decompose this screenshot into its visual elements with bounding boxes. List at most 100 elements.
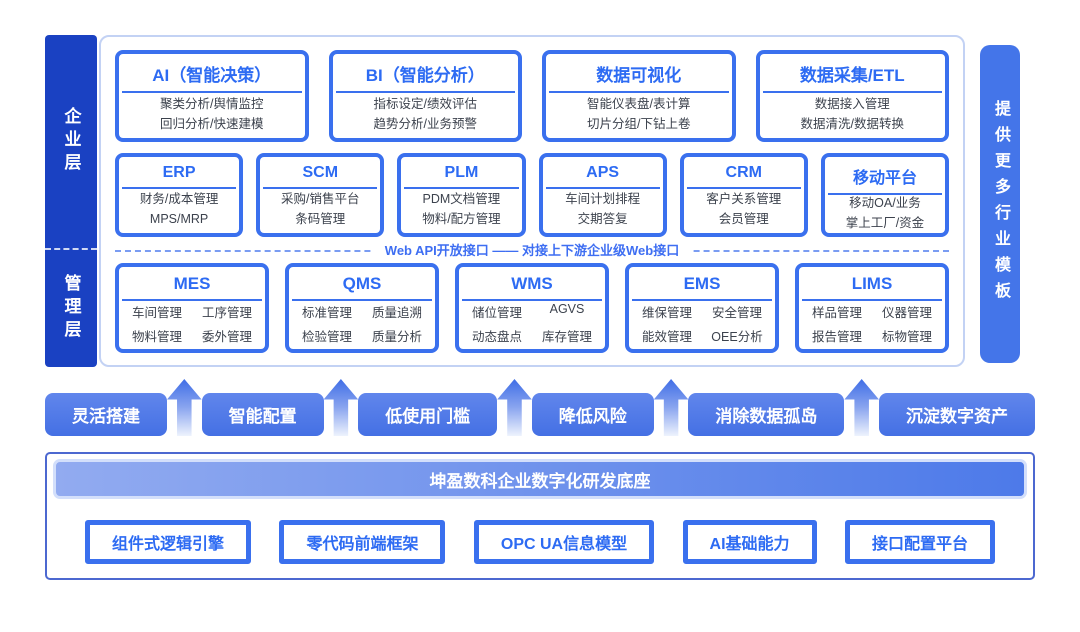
benefit-pill-eliminate-data-silos: 消除数据孤岛 xyxy=(688,393,845,436)
feature-line: 聚类分析/舆情监控 xyxy=(160,96,264,111)
feature-line: 财务/成本管理 xyxy=(139,192,219,207)
foundation-items-row: 组件式逻辑引擎 零代码前端框架 OPC UA信息模型 AI基础能力 接口配置平台 xyxy=(47,520,1033,564)
module-plm: PLM PDM文档管理 物料/配方管理 xyxy=(397,153,526,237)
benefit-pill-reduce-risk: 降低风险 xyxy=(531,393,654,436)
module-erp-title: ERP xyxy=(122,160,237,189)
module-wms-features: 储位管理 AGVS 动态盘点 库存管理 xyxy=(462,301,602,346)
module-etl-features: 数据接入管理 数据清洗/数据转换 xyxy=(763,93,943,135)
feature-line: 采购/销售平台 xyxy=(281,192,360,207)
module-wms-title: WMS xyxy=(462,270,602,301)
web-api-divider: Web API开放接口 —— 对接上下游企业级Web接口 xyxy=(115,239,949,260)
foundation-item-logic-engine: 组件式逻辑引擎 xyxy=(85,520,252,564)
module-mobile-platform: 移动平台 移动OA/业务 掌上工厂/资金 xyxy=(820,153,950,237)
feature-cell: 能效管理 xyxy=(641,330,692,344)
foundation-item-ai-capability: AI基础能力 xyxy=(682,520,817,564)
module-qms: QMS 标准管理 质量追溯 检验管理 质量分析 xyxy=(285,263,439,353)
module-etl-title: 数据采集/ETL xyxy=(762,57,942,93)
feature-line: 客户关系管理 xyxy=(706,192,782,207)
module-crm-title: CRM xyxy=(686,160,801,189)
module-crm-features: 客户关系管理 会员管理 xyxy=(687,189,801,230)
module-bi-features: 指标设定/绩效评估 趋势分析/业务预警 xyxy=(336,93,516,135)
feature-cell: OEE分析 xyxy=(711,330,763,344)
module-lims-features: 样品管理 仪器管理 报告管理 标物管理 xyxy=(802,301,942,346)
module-mes-title: MES xyxy=(122,270,262,301)
management-layer-segment: 管理层 xyxy=(45,248,97,367)
module-plm-features: PDM文档管理 物料/配方管理 xyxy=(404,189,518,230)
feature-cell: AGVS xyxy=(549,302,585,316)
feature-cell: 物料管理 xyxy=(131,330,182,344)
module-ems: EMS 维保管理 安全管理 能效管理 OEE分析 xyxy=(625,263,779,353)
feature-cell: 车间管理 xyxy=(131,306,182,320)
feature-line: 数据接入管理 xyxy=(814,96,890,111)
industry-templates-bar: 提供更多行业模板 xyxy=(980,45,1020,363)
module-scm: SCM 采购/销售平台 条码管理 xyxy=(256,153,385,237)
module-aps-features: 车间计划排程 交期答复 xyxy=(546,189,660,230)
arrow-up-icon xyxy=(323,379,359,436)
module-scm-title: SCM xyxy=(263,160,378,189)
feature-cell: 维保管理 xyxy=(641,306,692,320)
benefit-pill-low-barrier: 低使用门槛 xyxy=(358,393,498,436)
module-qms-features: 标准管理 质量追溯 检验管理 质量分析 xyxy=(292,301,432,346)
module-bi: BI（智能分析） 指标设定/绩效评估 趋势分析/业务预警 xyxy=(328,50,522,142)
feature-line: 掌上工厂/资金 xyxy=(845,215,925,230)
feature-line: 回归分析/快速建模 xyxy=(160,116,264,131)
arrow-up-icon xyxy=(167,379,202,436)
feature-cell: 报告管理 xyxy=(811,330,862,344)
feature-cell: 储位管理 xyxy=(471,306,522,320)
feature-cell: 工序管理 xyxy=(201,306,252,320)
arrow-up-icon xyxy=(497,379,532,436)
feature-line: 趋势分析/业务预警 xyxy=(373,116,477,131)
feature-cell: 样品管理 xyxy=(811,306,862,320)
layer-bar-left: 企业层 管理层 xyxy=(45,35,97,367)
feature-line: 会员管理 xyxy=(718,212,769,226)
module-erp-features: 财务/成本管理 MPS/MRP xyxy=(122,189,236,230)
module-mobile-platform-title: 移动平台 xyxy=(827,160,943,195)
module-qms-title: QMS xyxy=(292,270,432,301)
module-plm-title: PLM xyxy=(404,160,519,189)
feature-cell: 质量追溯 xyxy=(371,306,422,320)
feature-line: 条码管理 xyxy=(295,212,346,226)
module-ai-title: AI（智能决策） xyxy=(122,57,302,93)
module-erp: ERP 财务/成本管理 MPS/MRP xyxy=(115,153,244,237)
module-ai-features: 聚类分析/舆情监控 回归分析/快速建模 xyxy=(122,93,302,135)
benefit-pill-digital-assets: 沉淀数字资产 xyxy=(878,393,1035,436)
foundation-item-zero-code-frontend: 零代码前端框架 xyxy=(279,520,446,564)
feature-line: 智能仪表盘/表计算 xyxy=(587,96,691,111)
module-mes-features: 车间管理 工序管理 物料管理 委外管理 xyxy=(122,301,262,346)
module-lims-title: LIMS xyxy=(802,270,942,301)
benefit-pill-flexible-build: 灵活搭建 xyxy=(45,393,167,436)
module-data-visualization: 数据可视化 智能仪表盘/表计算 切片分组/下钻上卷 xyxy=(542,50,736,142)
module-data-visualization-title: 数据可视化 xyxy=(549,57,729,93)
feature-cell: 委外管理 xyxy=(201,330,252,344)
arrow-up-icon xyxy=(653,379,689,436)
feature-line: 切片分组/下钻上卷 xyxy=(587,116,691,131)
module-ems-title: EMS xyxy=(632,270,772,301)
feature-cell: 安全管理 xyxy=(711,306,762,320)
enterprise-layer-segment: 企业层 xyxy=(45,35,97,248)
benefits-row: 灵活搭建 智能配置 低使用门槛 降低风险 消除数据孤岛 沉淀数字资产 xyxy=(45,378,1035,436)
foundation-banner: 坤盈数科企业数字化研发底座 xyxy=(53,459,1027,499)
feature-cell: 标物管理 xyxy=(881,330,932,344)
feature-cell: 仪器管理 xyxy=(881,306,932,320)
module-crm: CRM 客户关系管理 会员管理 xyxy=(679,153,808,237)
enterprise-systems-row: ERP 财务/成本管理 MPS/MRP SCM 采购/销售平台 条码管理 PLM… xyxy=(115,153,950,237)
industry-templates-label: 提供更多行业模板 xyxy=(992,100,1009,308)
management-layer-label: 管理层 xyxy=(61,274,81,343)
module-etl: 数据采集/ETL 数据接入管理 数据清洗/数据转换 xyxy=(755,50,949,142)
feature-line: 数据清洗/数据转换 xyxy=(800,116,904,131)
module-aps-title: APS xyxy=(545,160,660,189)
feature-line: 指标设定/绩效评估 xyxy=(373,96,477,111)
arrow-up-icon xyxy=(844,379,879,436)
module-aps: APS 车间计划排程 交期答复 xyxy=(538,153,667,237)
feature-cell: 质量分析 xyxy=(371,330,422,344)
feature-cell: 库存管理 xyxy=(541,330,592,344)
main-panel: AI（智能决策） 聚类分析/舆情监控 回归分析/快速建模 BI（智能分析） 指标… xyxy=(99,35,965,367)
module-lims: LIMS 样品管理 仪器管理 报告管理 标物管理 xyxy=(795,263,949,353)
module-mes: MES 车间管理 工序管理 物料管理 委外管理 xyxy=(115,263,269,353)
module-ems-features: 维保管理 安全管理 能效管理 OEE分析 xyxy=(632,301,772,346)
enterprise-layer-label: 企业层 xyxy=(61,107,81,176)
enterprise-analytics-row: AI（智能决策） 聚类分析/舆情监控 回归分析/快速建模 BI（智能分析） 指标… xyxy=(115,50,949,142)
feature-cell: 标准管理 xyxy=(301,306,352,320)
feature-line: 交期答复 xyxy=(577,212,628,226)
